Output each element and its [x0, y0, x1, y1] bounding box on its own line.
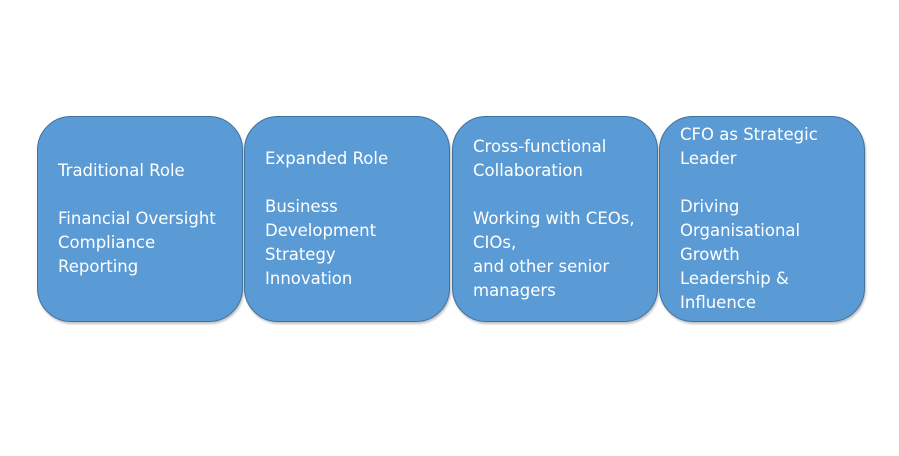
- box-detail-line: Business: [265, 197, 338, 216]
- box-detail-line: Influence: [680, 293, 757, 312]
- box-title: Cross-functional Collaboration: [473, 135, 649, 183]
- box-traditional-role: Traditional Role Financial Oversight Com…: [37, 116, 243, 322]
- box-cross-functional-collaboration: Cross-functional Collaboration Working w…: [452, 116, 658, 322]
- box-gap: [473, 183, 649, 207]
- box-title-line: Leader: [680, 149, 737, 168]
- box-title-line: Cross-functional: [473, 137, 607, 156]
- box-detail-line: Financial Oversight: [58, 209, 216, 228]
- box-title-line: Traditional Role: [58, 161, 185, 180]
- box-title-line: Collaboration: [473, 161, 583, 180]
- box-detail-line: Growth: [680, 245, 740, 264]
- box-gap: [265, 171, 441, 195]
- box-title-line: CFO as Strategic: [680, 125, 818, 144]
- box-detail-line: Strategy: [265, 245, 336, 264]
- box-details: Financial Oversight Compliance Reporting: [58, 207, 234, 279]
- box-title-line: Expanded Role: [265, 149, 389, 168]
- box-detail-line: Compliance: [58, 233, 156, 252]
- box-detail-line: Working with CEOs,: [473, 209, 635, 228]
- box-detail-line: and other senior: [473, 257, 610, 276]
- box-detail-line: Reporting: [58, 257, 139, 276]
- box-title: CFO as Strategic Leader: [680, 123, 856, 171]
- box-detail-line: Organisational: [680, 221, 801, 240]
- box-detail-line: Innovation: [265, 269, 353, 288]
- box-detail-line: CIOs,: [473, 233, 517, 252]
- box-title: Expanded Role: [265, 147, 441, 171]
- box-expanded-role: Expanded Role Business Development Strat…: [244, 116, 450, 322]
- box-detail-line: Leadership &: [680, 269, 789, 288]
- box-details: Business Development Strategy Innovation: [265, 195, 441, 291]
- box-title: Traditional Role: [58, 159, 234, 183]
- box-details: Working with CEOs, CIOs, and other senio…: [473, 207, 649, 303]
- box-gap: [680, 171, 856, 195]
- box-detail-line: managers: [473, 281, 556, 300]
- box-gap: [58, 183, 234, 207]
- box-cfo-strategic-leader: CFO as Strategic Leader Driving Organisa…: [659, 116, 865, 322]
- box-detail-line: Driving: [680, 197, 740, 216]
- box-detail-line: Development: [265, 221, 377, 240]
- box-details: Driving Organisational Growth Leadership…: [680, 195, 856, 315]
